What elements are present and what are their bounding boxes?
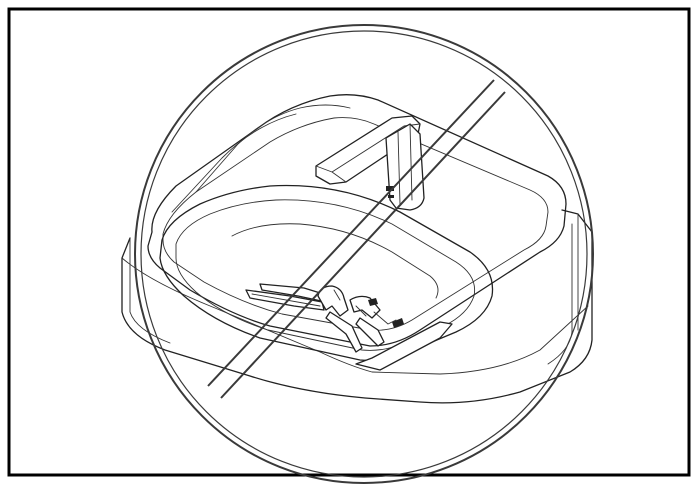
tools-pile [245,283,404,353]
prohibition-circle-outer [134,24,594,484]
prohibition-slash-b [220,91,506,399]
sink-back-wall [195,104,351,193]
faucet-sensor [386,186,394,191]
sink-bowl [159,184,494,361]
sink-side-edge [129,237,171,344]
faucet-sensor-2 [388,195,394,198]
long-wrench [325,311,363,353]
cutter-handle [355,317,385,347]
sink-back-wall-2 [171,113,297,213]
sink-rim-outer [147,94,567,347]
sink-bowl-floor [231,223,439,299]
sink-bowl-inner [175,199,476,351]
tools-detail [333,289,397,325]
faucet-body-edge [397,123,413,205]
sink-front-body [121,209,593,404]
sink-front-lip [355,321,453,371]
tool-tip-2 [368,298,378,306]
tool-tip-1 [392,318,404,328]
sink-front-edge [121,257,589,375]
faucet-spout-top [315,123,421,183]
sink-rim-inner-top [162,117,549,331]
sink-basin [121,94,593,404]
figure-border [7,7,691,477]
prohibition-slash-a [207,79,495,387]
faucet [315,115,425,211]
prohibition-symbol [134,24,594,484]
prohibition-circle-inner [140,30,588,478]
adjustable-wrench-head [317,285,349,317]
